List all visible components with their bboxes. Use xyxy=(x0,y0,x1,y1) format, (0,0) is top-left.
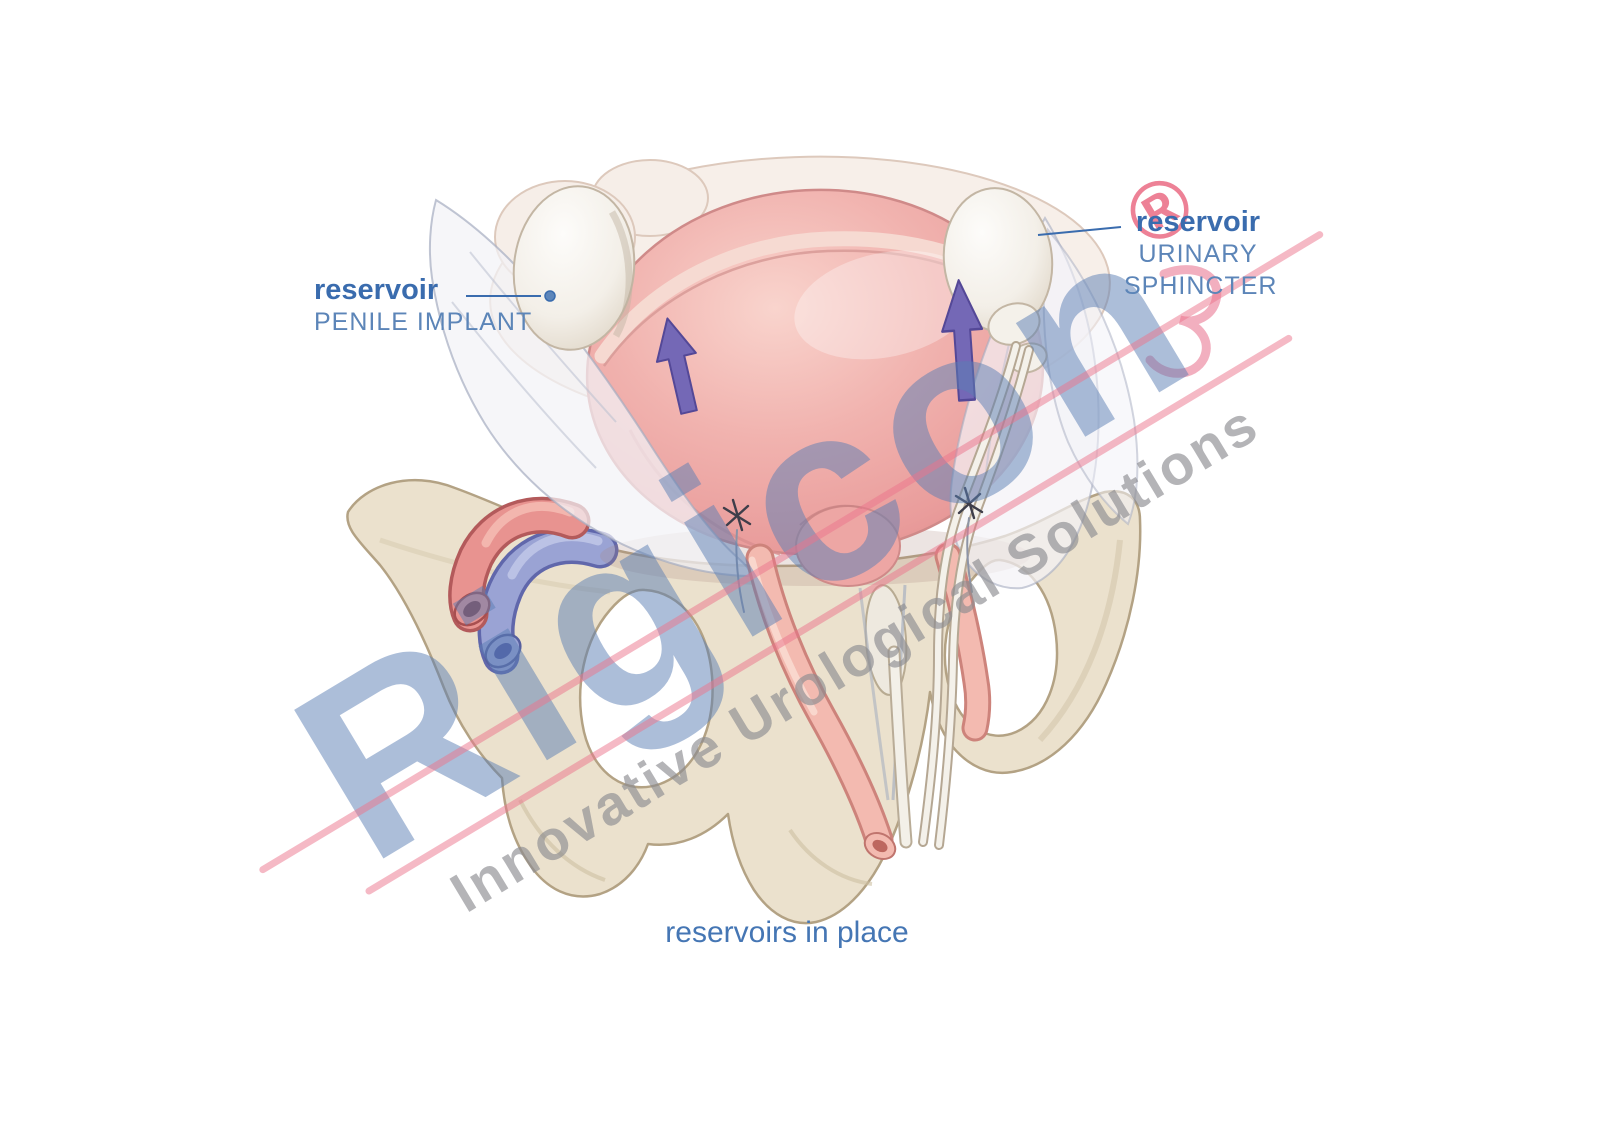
left-label-subtitle: PENILE IMPLANT xyxy=(314,308,533,337)
right-label-title: reservoir xyxy=(1135,206,1261,238)
bladder-neck-lobe xyxy=(795,505,901,587)
label-urinary-sphincter-reservoir: reservoir URINARY SPHINCTER xyxy=(1124,206,1278,302)
right-label-subtitle-line1: URINARY xyxy=(1138,240,1258,269)
label-penile-implant-reservoir: reservoir PENILE IMPLANT xyxy=(314,274,532,339)
left-label-title: reservoir xyxy=(314,274,439,306)
figure-caption: reservoirs in place xyxy=(665,916,909,949)
right-label-subtitle-line2: SPHINCTER xyxy=(1124,271,1278,300)
